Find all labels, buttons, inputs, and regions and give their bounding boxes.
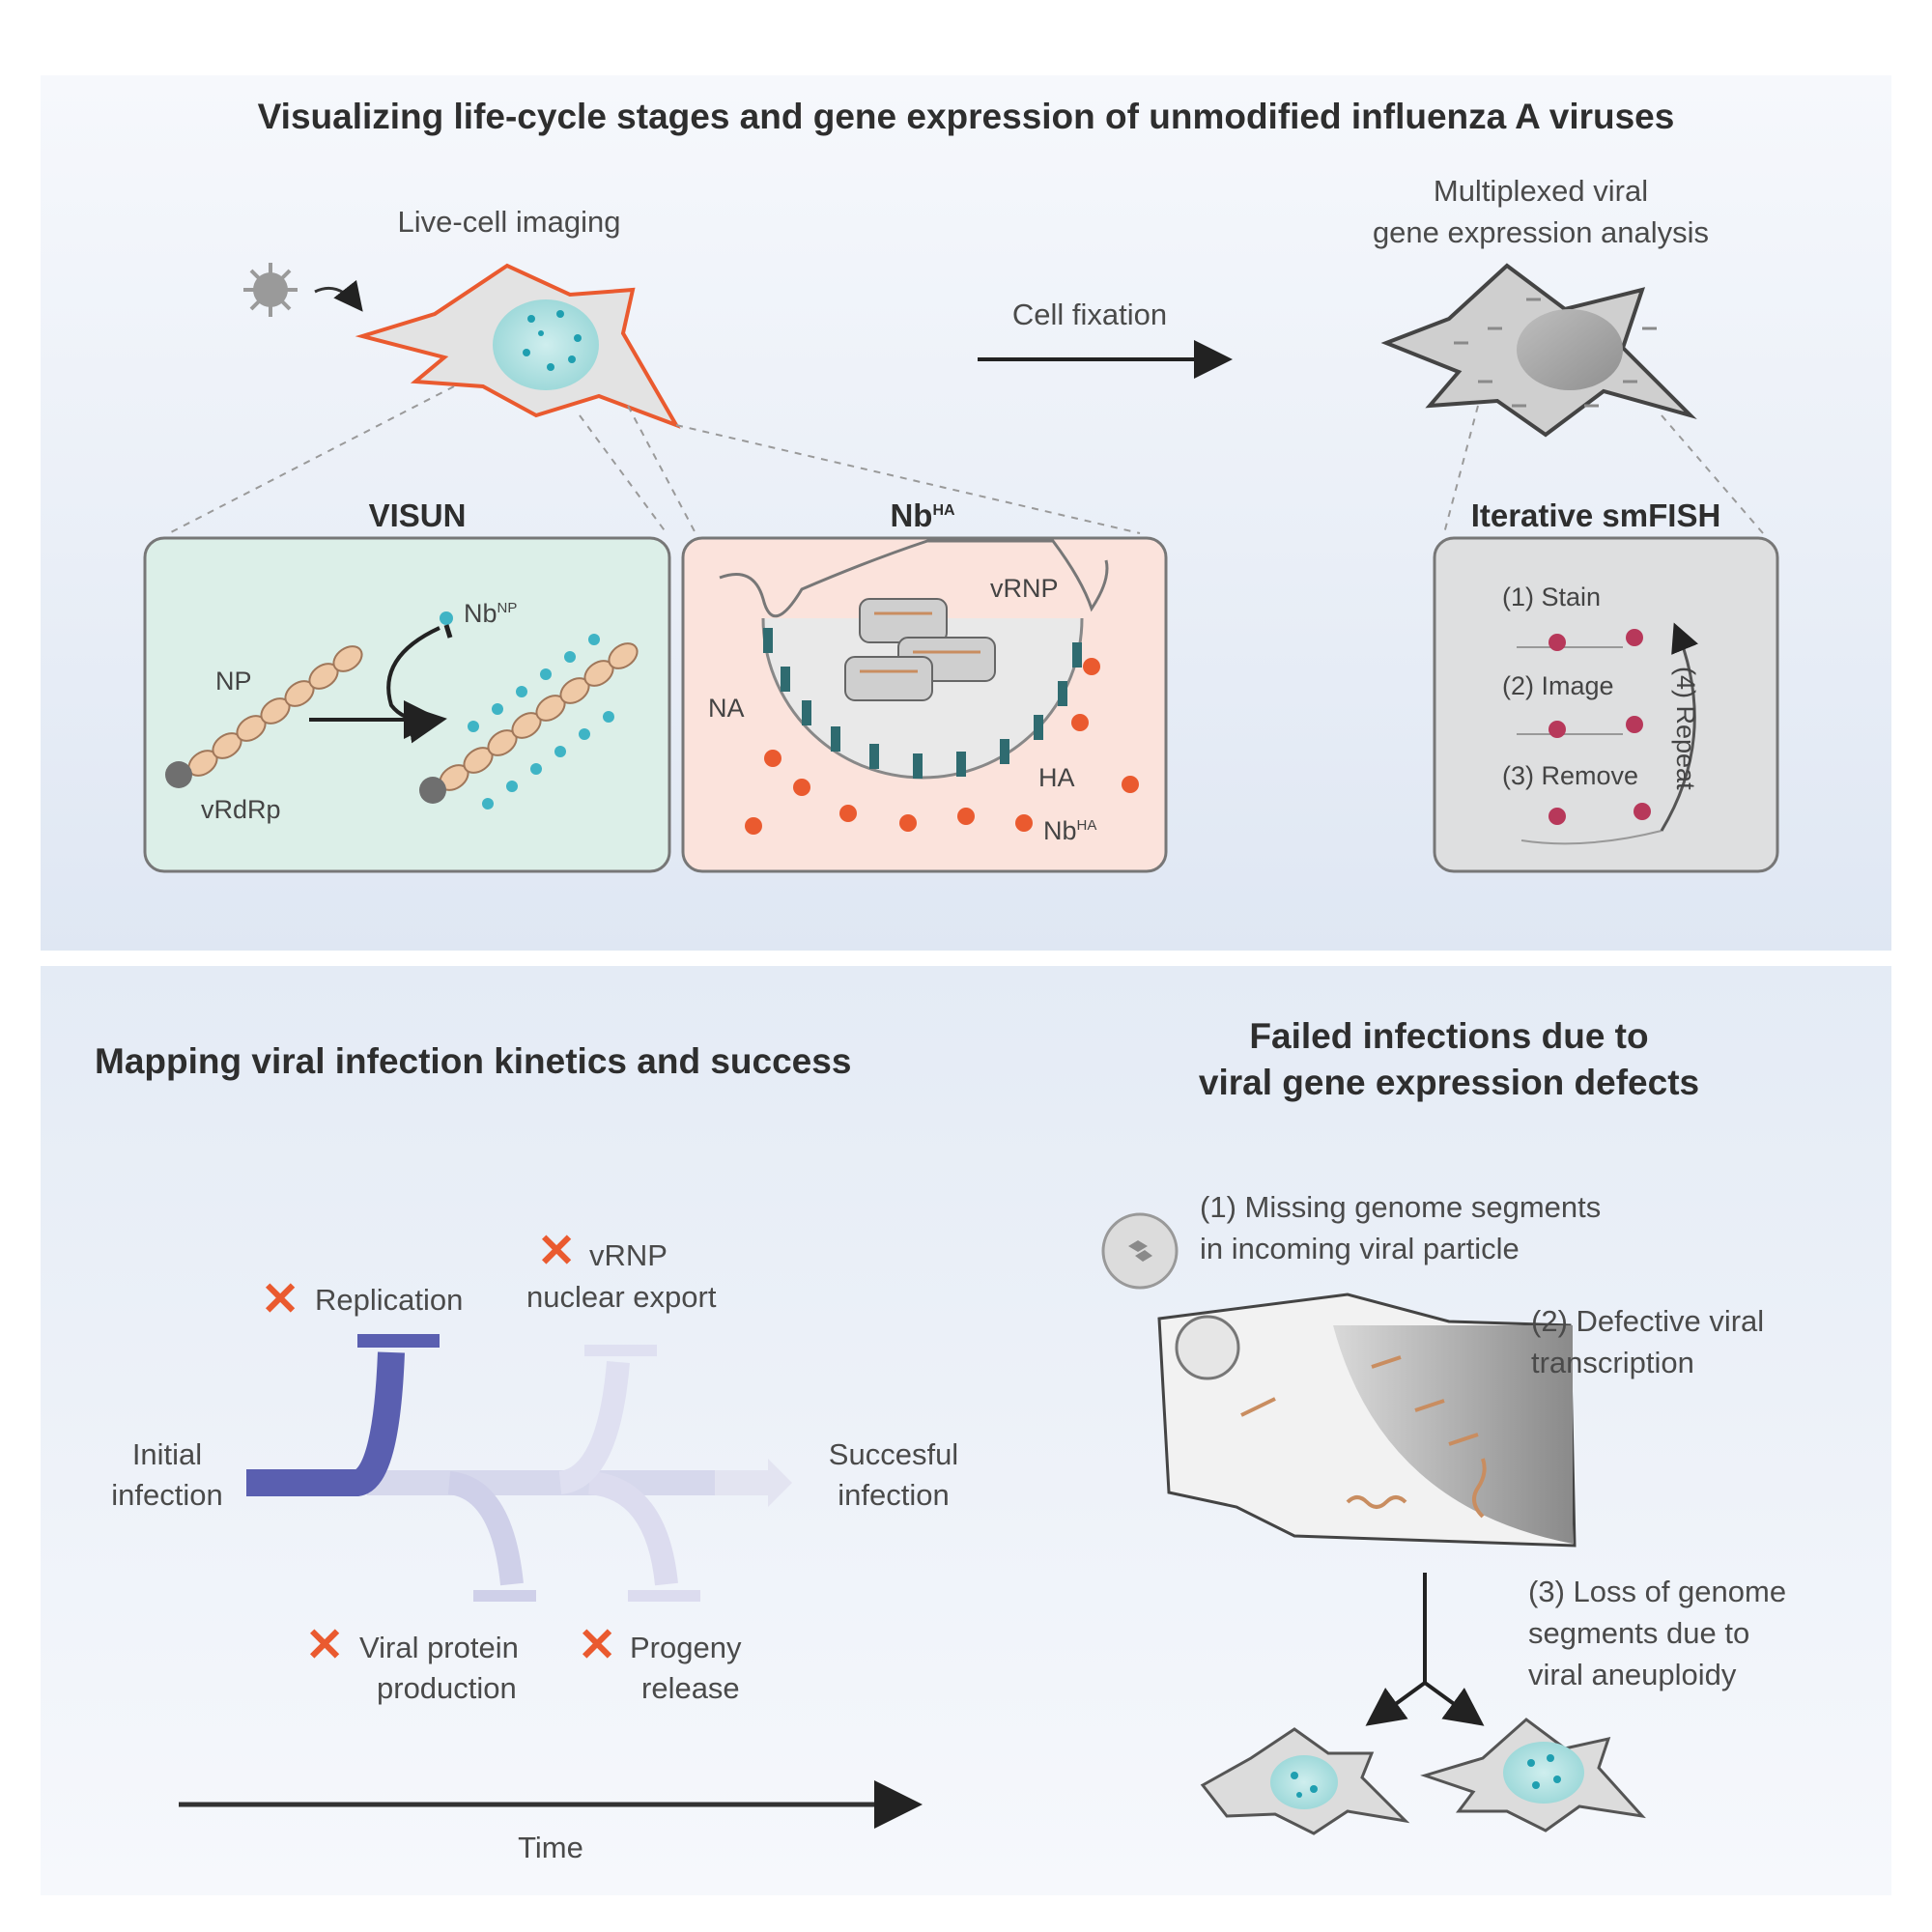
item3-line1: (3) Loss of genome bbox=[1528, 1575, 1787, 1608]
replication-block-icon: ✕ bbox=[261, 1274, 300, 1325]
ha-label: HA bbox=[1038, 763, 1075, 792]
vrnp-label: vRNP bbox=[990, 574, 1059, 603]
nb-np-label-sup: NP bbox=[497, 600, 518, 616]
na-label: NA bbox=[708, 694, 745, 723]
zoom-lines bbox=[168, 385, 1764, 534]
bottom-panel-background bbox=[41, 966, 1891, 1895]
initial-infection-line2: infection bbox=[111, 1478, 223, 1512]
item1-line2: in incoming viral particle bbox=[1200, 1232, 1520, 1265]
live-cell-spots bbox=[523, 310, 582, 371]
infection-pathway bbox=[246, 1334, 792, 1602]
smfish-title: Iterative smFISH bbox=[1470, 497, 1721, 533]
protein-block-icon: ✕ bbox=[305, 1620, 345, 1671]
smfish-probes bbox=[1517, 629, 1662, 845]
visun-title: VISUN bbox=[368, 497, 467, 533]
transcript-marks bbox=[1240, 1355, 1487, 1519]
progeny-block-icon: ✕ bbox=[578, 1620, 617, 1671]
progeny-line1: Progeny bbox=[630, 1631, 742, 1664]
multiplexed-label-line1: Multiplexed viral bbox=[1433, 174, 1649, 208]
large-nucleus bbox=[1333, 1325, 1573, 1544]
protein-line1: Viral protein bbox=[359, 1631, 519, 1664]
vrdrp-label: vRdRp bbox=[201, 795, 281, 824]
nb-np-label: NbNP bbox=[464, 599, 517, 629]
protein-line2: production bbox=[377, 1671, 517, 1705]
live-cell-nucleus bbox=[493, 299, 599, 390]
fixed-cell-rna-marks bbox=[1454, 298, 1657, 408]
repeat-arrow bbox=[1660, 622, 1698, 832]
infection-arrow bbox=[314, 279, 363, 312]
live-cell-label: Live-cell imaging bbox=[397, 205, 621, 239]
vrnp-cluster bbox=[844, 598, 996, 701]
initial-infection-line1: Initial bbox=[131, 1437, 203, 1471]
nb-ha-label: NbHA bbox=[1043, 816, 1096, 846]
nb-ha-label-sup: HA bbox=[1076, 817, 1097, 834]
incoming-particle bbox=[1101, 1212, 1179, 1290]
item3-line2: segments due to bbox=[1528, 1616, 1750, 1650]
endosome-particle bbox=[1175, 1315, 1240, 1380]
budding-membrane bbox=[719, 539, 1109, 618]
item2-line1: (2) Defective viral bbox=[1531, 1304, 1765, 1338]
successful-infection-line1: Succesful bbox=[828, 1437, 959, 1471]
smfish-step2: (2) Image bbox=[1502, 671, 1614, 700]
nb-ha-markers bbox=[745, 658, 1139, 835]
nb-np-icon bbox=[440, 611, 453, 639]
kinetics-title: Mapping viral infection kinetics and suc… bbox=[95, 1041, 852, 1081]
smfish-step1: (1) Stain bbox=[1502, 582, 1602, 611]
failed-title-line1: Failed infections due to bbox=[1249, 1016, 1649, 1056]
nbha-title: NbHA bbox=[890, 497, 954, 534]
time-label: Time bbox=[518, 1831, 583, 1864]
item1-line1: (1) Missing genome segments bbox=[1200, 1190, 1602, 1224]
cell-fixation-label: Cell fixation bbox=[1011, 298, 1168, 331]
progeny-line2: release bbox=[641, 1671, 740, 1705]
replication-label: Replication bbox=[315, 1283, 464, 1317]
daughter-cell-right bbox=[1420, 1718, 1646, 1833]
smfish-box bbox=[1433, 536, 1779, 873]
fixed-cell-nucleus bbox=[1517, 309, 1623, 390]
smfish-step3: (3) Remove bbox=[1502, 761, 1639, 790]
np-chain-labeled bbox=[419, 634, 639, 810]
daughter-cell-left bbox=[1200, 1727, 1410, 1835]
virus-particle-icon bbox=[243, 263, 298, 317]
vrnp-export-block-icon: ✕ bbox=[537, 1226, 577, 1277]
item2-line2: transcription bbox=[1531, 1346, 1694, 1379]
top-title: Visualizing life-cycle stages and gene e… bbox=[257, 97, 1675, 136]
vrdrp-shape bbox=[165, 761, 192, 788]
nb-np-label-text: Nb bbox=[464, 599, 497, 628]
failed-title-line2: viral gene expression defects bbox=[1198, 1063, 1700, 1102]
item3-line3: viral aneuploidy bbox=[1528, 1658, 1737, 1691]
nbha-title-sup: HA bbox=[932, 502, 955, 519]
np-label: NP bbox=[215, 667, 252, 696]
multiplexed-label-line2: gene expression analysis bbox=[1372, 215, 1710, 249]
np-chain-unlabeled bbox=[165, 645, 363, 788]
smfish-step4: (4) Repeat bbox=[1671, 667, 1700, 790]
successful-infection-line2: infection bbox=[838, 1478, 950, 1512]
nbha-title-text: Nb bbox=[890, 497, 933, 533]
surface-glycoproteins bbox=[763, 628, 1082, 779]
vrnp-export-line2: nuclear export bbox=[526, 1280, 717, 1314]
split-arrow bbox=[1365, 1573, 1485, 1726]
nb-ha-label-text: Nb bbox=[1043, 816, 1077, 845]
vrnp-export-line1: vRNP bbox=[589, 1238, 668, 1272]
